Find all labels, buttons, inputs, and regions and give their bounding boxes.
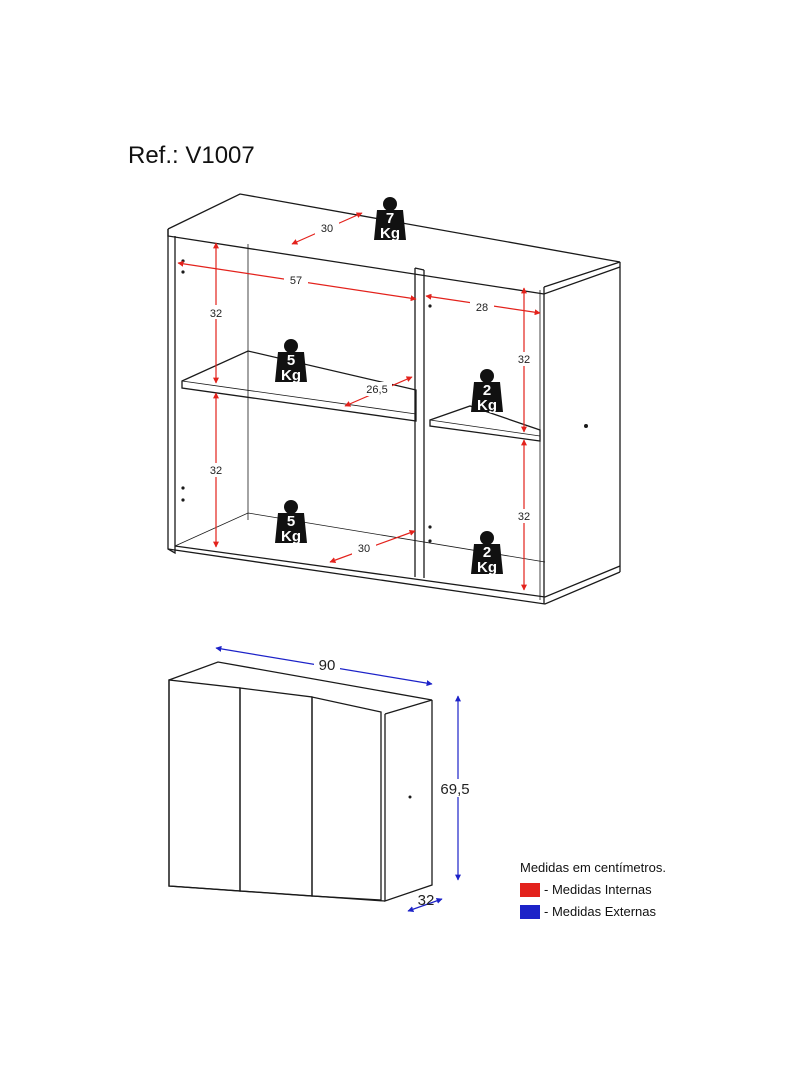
dim-left-lower-height: 32 — [210, 465, 222, 477]
reference-title: Ref.: V1007 — [128, 142, 255, 169]
dim-right-upper-height: 32 — [518, 354, 530, 366]
legend-external-swatch — [520, 904, 540, 919]
svg-text:Kg: Kg — [281, 528, 301, 545]
legend-title: Medidas em centímetros. — [520, 860, 666, 875]
door-middle — [239, 687, 313, 897]
legend-internal-label: - Medidas Internas — [544, 882, 652, 897]
dim-height: 69,5 — [440, 781, 469, 798]
svg-text:Kg: Kg — [477, 397, 497, 414]
legend-internal-swatch — [520, 882, 540, 897]
svg-text:Kg: Kg — [380, 225, 400, 242]
weight-left-shelf-icon: 5 Kg — [275, 339, 307, 384]
top-panel — [167, 193, 621, 288]
bottom-panel — [167, 548, 621, 605]
dim-shelf-depth: 26,5 — [366, 384, 387, 396]
closed-right-side — [384, 700, 433, 902]
svg-text:Kg: Kg — [281, 367, 301, 384]
closed-cabinet — [168, 661, 433, 902]
legend-external: - Medidas Externas — [520, 904, 666, 919]
legend-external-label: - Medidas Externas — [544, 904, 656, 919]
dim-right-lower-height: 32 — [518, 511, 530, 523]
svg-text:Kg: Kg — [477, 559, 497, 576]
closed-top — [168, 661, 433, 715]
door-left — [168, 679, 241, 892]
center-divider — [414, 268, 425, 578]
weight-top-icon: 7 Kg — [374, 197, 406, 242]
svg-text:5: 5 — [287, 352, 295, 369]
right-shelf — [429, 405, 541, 442]
internal-dimension-labels: 30 57 28 32 32 32 32 26,5 30 — [204, 221, 536, 555]
dim-inner-width: 57 — [290, 275, 302, 287]
weight-left-bottom-icon: 5 Kg — [275, 500, 307, 545]
dim-right-width: 28 — [476, 302, 488, 314]
dim-depth-arrow — [407, 897, 443, 913]
legend: Medidas em centímetros. - Medidas Intern… — [520, 860, 666, 919]
dim-bottom-depth: 30 — [358, 543, 370, 555]
left-side-panel — [167, 229, 176, 555]
dim-left-upper-height: 32 — [210, 308, 222, 320]
svg-text:2: 2 — [483, 382, 491, 399]
legend-internal: - Medidas Internas — [520, 882, 666, 897]
dim-width: 90 — [319, 657, 336, 674]
svg-text:5: 5 — [287, 513, 295, 530]
door-right — [311, 696, 382, 901]
left-shelf — [181, 350, 417, 422]
dim-top-depth: 30 — [321, 223, 333, 235]
open-cabinet — [167, 193, 621, 605]
dim-depth: 32 — [418, 892, 435, 909]
weight-right-bottom-icon: 2 Kg — [471, 531, 503, 576]
weight-right-shelf-icon: 2 Kg — [471, 369, 503, 414]
svg-text:7: 7 — [386, 210, 394, 227]
svg-text:2: 2 — [483, 544, 491, 561]
external-dimensions — [215, 645, 461, 913]
